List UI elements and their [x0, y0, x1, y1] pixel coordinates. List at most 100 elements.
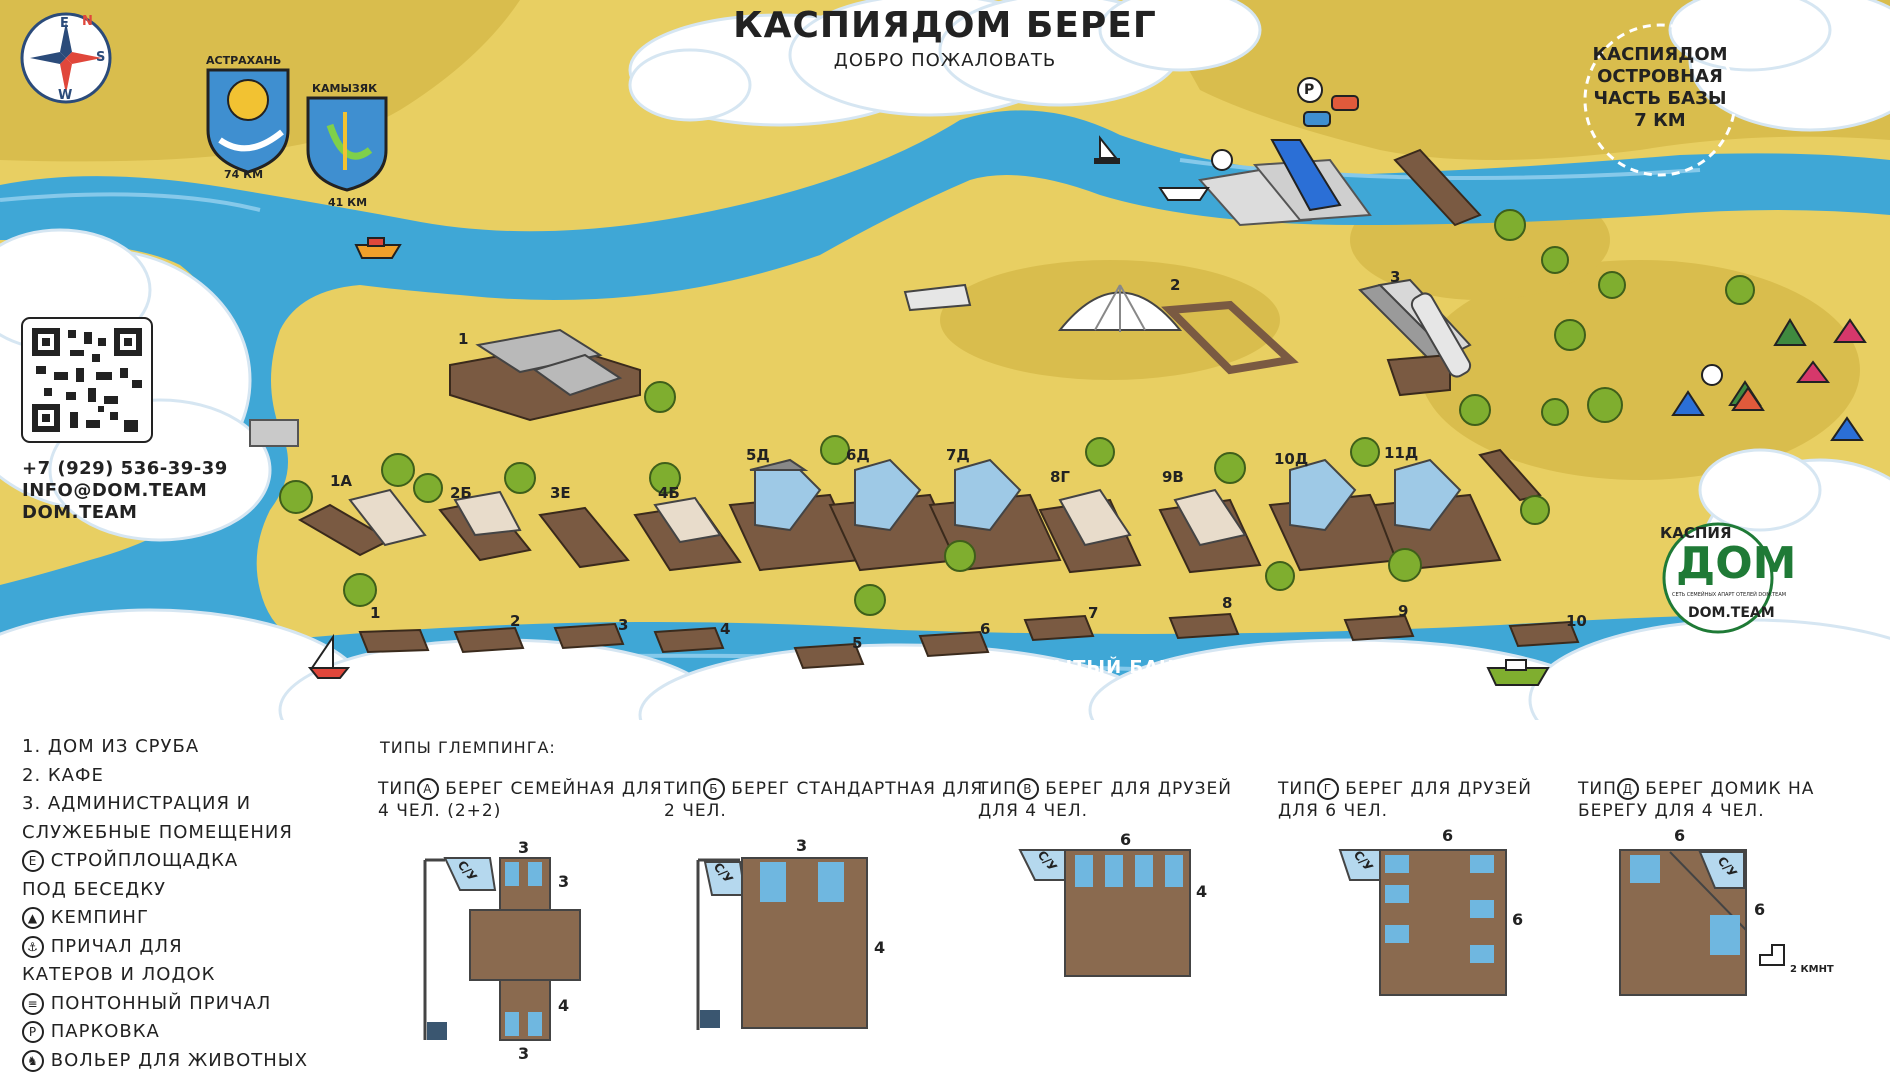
sailboat-icon — [307, 633, 351, 679]
qr-code — [21, 317, 153, 443]
floor-plan-a — [423, 857, 581, 1041]
pier-label-3: 3 — [618, 616, 629, 634]
animal-icon: ♞ — [22, 1049, 44, 1072]
contacts: +7 (929) 536-39-39 INFO@DOM.TEAM DOM.TEA… — [22, 458, 228, 524]
trees — [279, 209, 1755, 616]
island-badge — [1583, 23, 1737, 177]
house-label-8g: 8Г — [1050, 468, 1070, 486]
pier-label-6: 6 — [980, 620, 991, 638]
dim-b-right: 4 — [874, 938, 886, 957]
legend-item-2: 2. КАФЕ — [22, 764, 104, 786]
glamping-row — [297, 458, 1502, 574]
dim-d-top: 6 — [1674, 826, 1686, 845]
legend: 1. ДОМ ИЗ СРУБА 2. КАФЕ 3. АДМИНИСТРАЦИЯ… — [22, 733, 362, 1075]
piers — [358, 448, 1580, 670]
legend-p-mark: Р — [22, 1021, 44, 1043]
dim-a-bottom: 3 — [518, 1044, 530, 1063]
page-subtitle: ДОБРО ПОЖАЛОВАТЬ — [833, 50, 1057, 71]
pier-label-1: 1 — [370, 604, 381, 622]
floor-plan-g — [1338, 849, 1507, 996]
house-label-7d: 7Д — [946, 446, 970, 464]
brand-tagline: СЕТЬ СЕМЕЙНЫХ АПАРТ ОТЕЛЕЙ DOM.TEAM — [1672, 592, 1787, 598]
house-label-6d: 6Д — [846, 446, 870, 464]
house-label-9v: 9В — [1162, 468, 1184, 486]
legend-item-1: 1. ДОМ ИЗ СРУБА — [22, 736, 200, 757]
contact-email[interactable]: INFO@DOM.TEAM — [22, 480, 208, 501]
legend-item-3: 3. АДМИНИСТРАЦИЯ И — [22, 793, 252, 814]
camping-tents — [1671, 318, 1867, 441]
dim-d-rooms: 2 КМНТ — [1790, 964, 1834, 975]
brand-top: КАСПИЯ — [1660, 524, 1732, 542]
motorboat-icon — [1486, 659, 1550, 686]
dim-g-right: 6 — [1512, 910, 1524, 929]
house-label-4b: 4Б — [658, 484, 680, 502]
house-label-5d: 5Д — [746, 446, 770, 464]
astrakhan-coat-of-arms-icon — [206, 68, 290, 174]
legend-item-parking: ПАРКОВКА — [50, 1021, 160, 1042]
upper-pier — [1158, 139, 1482, 227]
compass-w: W — [58, 88, 73, 103]
city-distance-kamyzyak: 41 КМ — [328, 196, 368, 209]
storage-block — [903, 283, 972, 312]
building-label-3: 3 — [1390, 268, 1401, 286]
administration-building — [1358, 278, 1472, 397]
city-name-kamyzyak: КАМЫЗЯК — [312, 82, 378, 95]
legend-item-pontoon: ПОНТОННЫЙ ПРИЧАЛ — [50, 992, 272, 1014]
house-label-3e: 3Е — [550, 484, 571, 502]
brand-logo — [1662, 522, 1774, 634]
compass-e: E — [60, 16, 69, 31]
house-label-11d: 11Д — [1384, 444, 1419, 462]
page-title: КАСПИЯДОМ БЕРЕГ — [733, 5, 1157, 46]
house-label-2b: 2Б — [450, 484, 472, 502]
log-house-building — [449, 328, 641, 422]
pier-label-9: 9 — [1398, 602, 1409, 620]
contact-phone[interactable]: +7 (929) 536-39-39 — [22, 458, 228, 479]
legend-item-pier2: КАТЕРОВ И ЛОДОК — [22, 964, 216, 985]
dim-v-right: 4 — [1196, 882, 1208, 901]
legend-item-e: СТРОЙПЛОЩАДКА — [50, 850, 239, 871]
camping-icon: ▲ — [22, 907, 44, 929]
legend-item-camping: КЕМПИНГ — [50, 907, 149, 928]
pier-label-8: 8 — [1222, 594, 1233, 612]
legend-item-animals: ВОЛЬЕР ДЛЯ ЖИВОТНЫХ — [50, 1049, 309, 1071]
city-name-astrakhan: АСТРАХАНЬ — [206, 54, 282, 67]
city-distance-astrakhan: 74 КМ — [224, 168, 264, 181]
dim-a-top: 3 — [518, 838, 530, 857]
brand-site[interactable]: DOM.TEAM — [1688, 605, 1775, 621]
bridge-icon — [249, 419, 299, 447]
pier-label-7: 7 — [1088, 604, 1099, 622]
motorboat-icon — [354, 237, 402, 259]
cafe-dome — [1057, 284, 1299, 375]
compass-s: S — [96, 50, 106, 65]
house-label-1a: 1А — [330, 472, 353, 490]
island-note: КАСПИЯДОМ ОСТРОВНАЯ ЧАСТЬ БАЗЫ 7 КМ — [1592, 44, 1728, 131]
pier-label-10: 10 — [1566, 612, 1587, 630]
building-label-2: 2 — [1170, 276, 1181, 294]
dim-d-right: 6 — [1754, 900, 1766, 919]
dim-v-top: 6 — [1120, 830, 1132, 849]
dim-a-right: 3 — [558, 872, 570, 891]
brand-logo-text: ДОМ — [1676, 538, 1797, 589]
building-label-1: 1 — [458, 330, 469, 348]
compass-n: N — [82, 14, 93, 29]
anchor-icon: ⚓ — [22, 935, 44, 958]
contact-site[interactable]: DOM.TEAM — [22, 502, 138, 523]
sand-patch — [1420, 260, 1860, 480]
glamping-heading: ТИПЫ ГЛЕМПИНГА: — [380, 738, 556, 757]
floor-plan-b — [696, 857, 868, 1030]
river-name: Р. РЫТЫЙ БАНК — [1010, 657, 1191, 678]
pier-label-5: 5 — [852, 634, 863, 652]
river-upper — [0, 110, 1890, 640]
dim-b-top: 3 — [796, 836, 808, 855]
floor-plan-v — [1018, 849, 1191, 977]
pier-label-2: 2 — [510, 612, 521, 630]
legend-item-3b: СЛУЖЕБНЫЕ ПОМЕЩЕНИЯ — [22, 821, 293, 843]
legend-item-pier: ПРИЧАЛ ДЛЯ — [50, 935, 183, 957]
